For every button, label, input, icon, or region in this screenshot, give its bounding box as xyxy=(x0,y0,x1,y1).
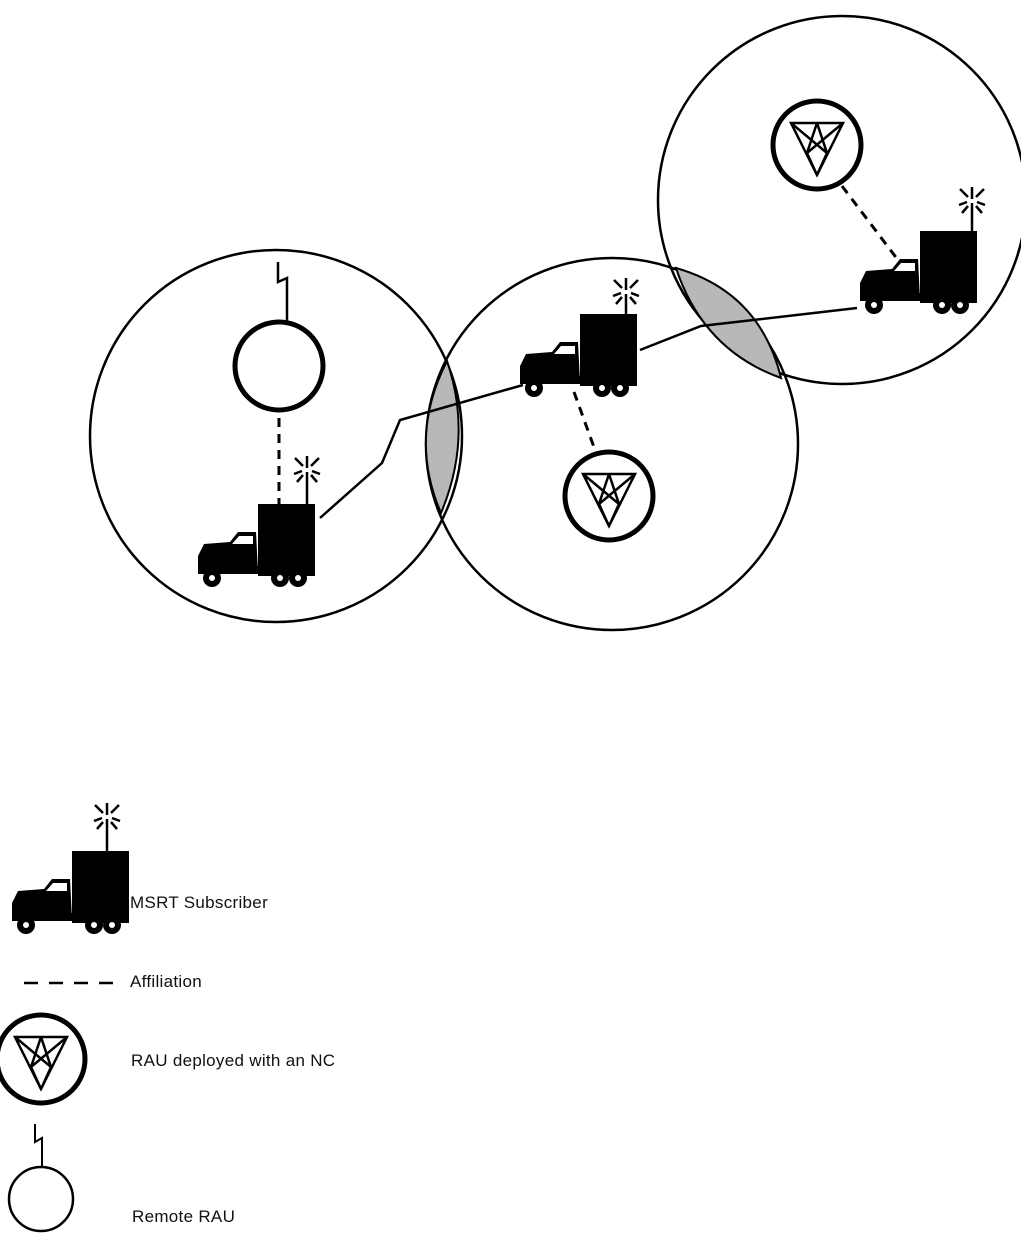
legend-subscriber-label: MSRT Subscriber xyxy=(130,893,268,913)
msrt-subscriber-left xyxy=(198,456,320,587)
link-line-1 xyxy=(320,385,523,518)
legend-affiliation-label: Affiliation xyxy=(130,972,202,992)
msrt-subscriber-right xyxy=(860,187,985,314)
legend-truck-icon xyxy=(12,803,129,934)
rau-nc-node-right xyxy=(773,101,861,189)
legend-lightning-icon xyxy=(35,1124,42,1167)
msrt-subscriber-middle xyxy=(520,278,639,397)
lightning-icon xyxy=(278,262,287,321)
rau-nc-node-middle xyxy=(565,452,653,540)
affiliation-line-2 xyxy=(574,392,599,461)
remote-rau-node xyxy=(235,262,323,410)
legend-rau-nc-label: RAU deployed with an NC xyxy=(131,1051,335,1071)
affiliation-line-3 xyxy=(842,186,901,264)
legend-remote-rau-icon xyxy=(9,1124,73,1231)
legend-rau-nc-icon xyxy=(0,1015,85,1103)
legend-remote-rau-label: Remote RAU xyxy=(132,1207,235,1227)
